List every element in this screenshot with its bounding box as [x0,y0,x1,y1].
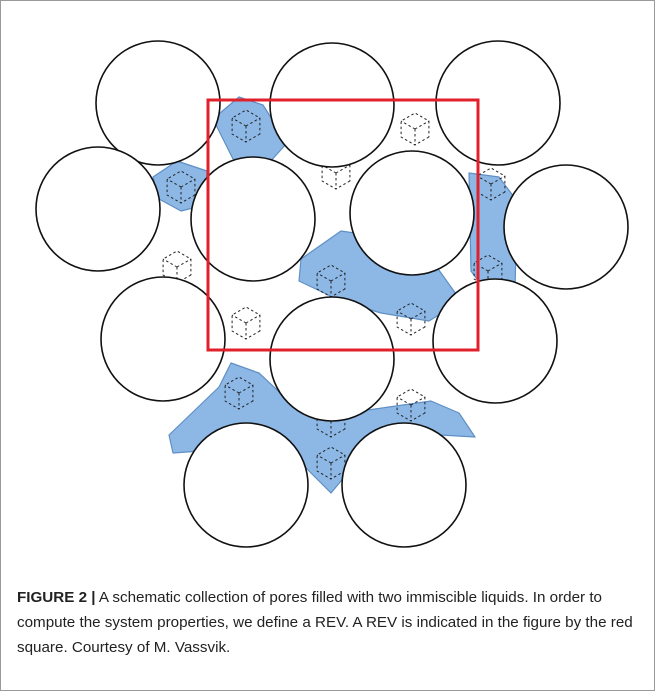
grain-circle [101,277,225,401]
grain-circle [191,157,315,281]
pore-schematic [1,1,655,576]
grain-circle [436,41,560,165]
figure-caption: FIGURE 2 | A schematic collection of por… [17,585,642,660]
pore-spoke [232,315,246,323]
grain-circle [350,151,474,275]
grain-circle [36,147,160,271]
grain-circle [504,165,628,289]
grain-circle [433,279,557,403]
pore-spoke [397,397,411,405]
grain-circle [270,43,394,167]
grain-circle [96,41,220,165]
grain-circle [342,423,466,547]
grain-circle [270,297,394,421]
caption-text: A schematic collection of pores filled w… [17,589,633,656]
figure-label: FIGURE 2 | [17,589,96,606]
pore-spoke [246,315,260,323]
pore-spoke [415,121,429,129]
pore-spoke [401,121,415,129]
pore-spoke [177,259,191,267]
grain-circle [184,423,308,547]
pore-spoke [163,259,177,267]
